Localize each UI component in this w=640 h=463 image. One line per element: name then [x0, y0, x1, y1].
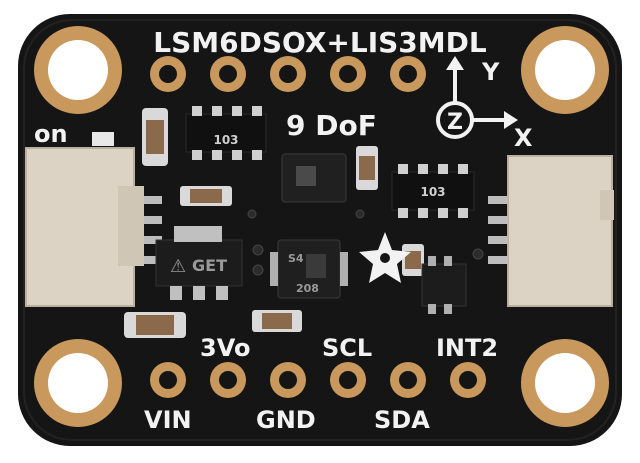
- capacitor-bottom-mid: [252, 310, 302, 332]
- capacitor-bottom-left: [124, 312, 186, 338]
- axis-y-label: Y: [481, 58, 500, 86]
- capacitor-mid: [180, 186, 232, 206]
- voltage-regulator: ⚠ GET: [155, 226, 243, 300]
- power-led-label: on: [34, 120, 68, 148]
- sensor-chip-top: [281, 153, 347, 203]
- left-stemma-connector: [25, 147, 162, 307]
- right-stemma-connector: [488, 155, 614, 307]
- level-shifter-chip: [421, 256, 467, 314]
- pin-label-sda: SDA: [374, 406, 430, 434]
- board-title: LSM6DSOX+LIS3MDL: [153, 26, 487, 59]
- resistor-code-left: 103: [213, 133, 238, 147]
- chip-marking-line1: S4: [288, 252, 304, 265]
- pin-label-3vo: 3Vo: [200, 334, 250, 362]
- mounting-hole-bottom-left: [34, 339, 122, 427]
- dof-label: 9 DoF: [286, 109, 377, 142]
- axis-x-label: X: [514, 124, 533, 152]
- pin-label-int2: INT2: [436, 334, 498, 362]
- mounting-hole-top-right: [521, 26, 609, 114]
- resistor-network-left: 103: [185, 106, 267, 160]
- capacitor-top-left: [142, 108, 168, 166]
- mounting-hole-bottom-right: [521, 339, 609, 427]
- pin-label-gnd: GND: [256, 406, 316, 434]
- resistor-network-right: 103: [391, 164, 475, 218]
- capacitor-right: [356, 146, 378, 190]
- pin-label-scl: SCL: [322, 334, 372, 362]
- chip-marking-line2: 208: [296, 282, 319, 295]
- star-logo-icon: [359, 232, 411, 283]
- warning-triangle-icon: ⚠: [170, 256, 186, 277]
- axis-indicator: Z Y X: [436, 56, 533, 152]
- power-led: [92, 132, 114, 146]
- axis-z-label: Z: [447, 110, 463, 135]
- regulator-marking: GET: [192, 256, 227, 275]
- pin-label-vin: VIN: [144, 406, 192, 434]
- magnetometer-chip: S4 208: [270, 239, 348, 299]
- mounting-hole-top-left: [34, 26, 122, 114]
- capacitor-right-small: [402, 244, 424, 276]
- resistor-code-right: 103: [420, 185, 445, 199]
- vias: [247, 209, 484, 276]
